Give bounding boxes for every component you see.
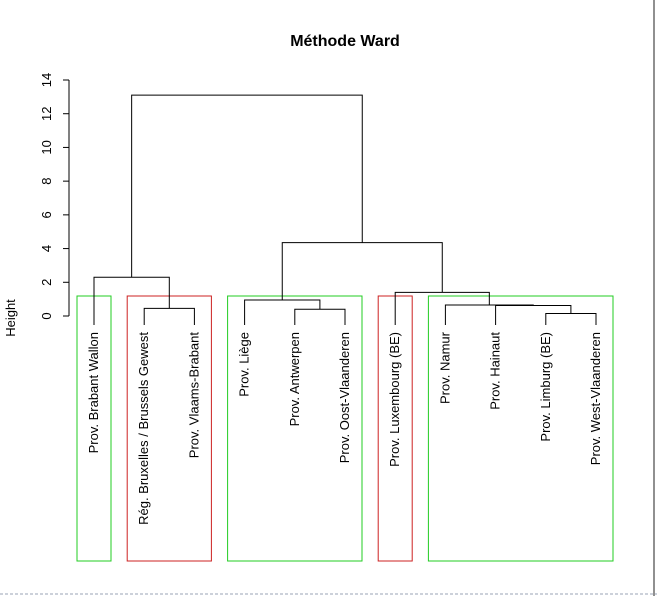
leaf-label: Prov. Liège [237, 332, 252, 397]
dendrogram-branch [294, 308, 346, 325]
leaf-label: Prov. Luxembourg (BE) [387, 332, 402, 467]
y-tick-label: 4 [39, 245, 54, 252]
dendrogram-branch [394, 291, 490, 325]
dendrogram-branch [244, 299, 321, 325]
leaf-label: Prov. Namur [437, 331, 452, 404]
leaf-label: Prov. Hainaut [488, 332, 503, 410]
y-tick-label: 8 [39, 178, 54, 185]
leaf-label: Prov. Brabant Wallon [86, 332, 101, 453]
leaf-label: Prov. Vlaams-Brabant [186, 332, 201, 459]
leaf-label: Rég. Bruxelles / Brussels Gewest [136, 332, 151, 525]
dendrogram-branch [93, 276, 170, 325]
dendrogram-tree [93, 94, 597, 325]
leaf-label: Prov. Limburg (BE) [538, 332, 553, 442]
leaf-label: Prov. Oost-Vlaanderen [337, 332, 352, 463]
y-tick-label: 0 [39, 312, 54, 319]
leaf-labels: Prov. Brabant Wallon Rég. Bruxelles / Bru… [86, 331, 603, 525]
y-axis-label: Height [3, 299, 18, 337]
y-tick-label: 2 [39, 279, 54, 286]
cluster-box [427, 295, 614, 562]
leaf-label: Prov. Antwerpen [287, 332, 302, 426]
chart-title: Méthode Ward [290, 33, 400, 50]
leaf-label: Prov. West-Vlaanderen [588, 332, 603, 465]
y-tick-label: 10 [39, 140, 54, 154]
y-tick-label: 6 [39, 211, 54, 218]
dendrogram-branch [281, 242, 443, 300]
y-axis: 0 2 4 6 8 10 12 14 [39, 73, 70, 320]
y-tick-label: 14 [39, 73, 54, 87]
y-tick-label: 12 [39, 106, 54, 120]
dendrogram-branch [444, 304, 534, 325]
dendrogram-branch [131, 94, 363, 278]
dendrogram-branch [545, 312, 597, 325]
cluster-box [227, 295, 363, 562]
dendrogram-branch [143, 307, 195, 325]
dendrogram-branch [495, 305, 572, 325]
